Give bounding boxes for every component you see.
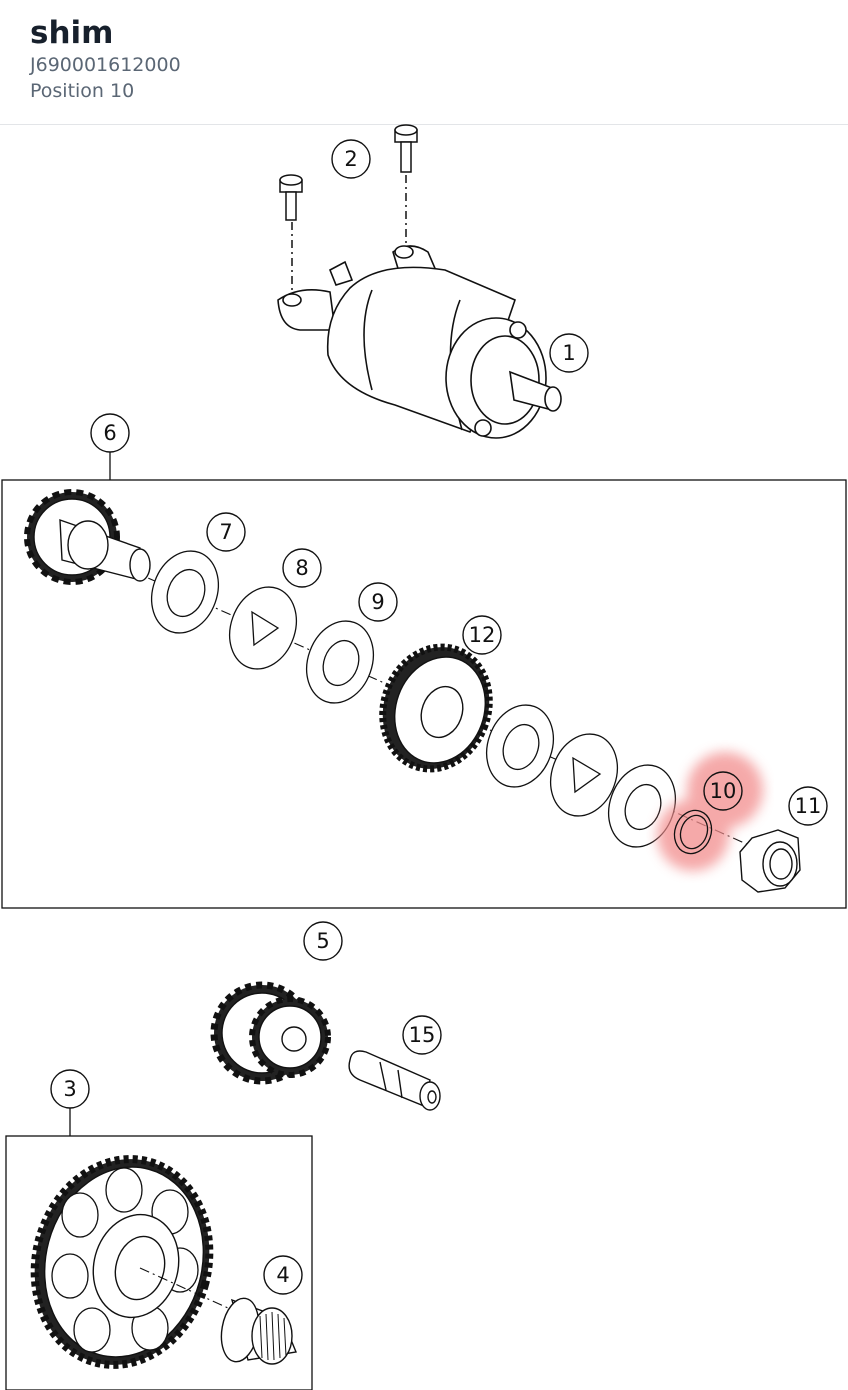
svg-text:9: 9 <box>371 590 384 614</box>
callout-5[interactable]: 5 <box>303 921 343 961</box>
intermediate-gear-drawing <box>24 489 151 585</box>
washer-8-drawing <box>229 586 297 670</box>
callout-4[interactable]: 4 <box>263 1255 303 1295</box>
callout-3[interactable]: 3 <box>50 1069 90 1109</box>
callout-1[interactable]: 1 <box>549 333 589 373</box>
part-position: Position 10 <box>30 80 135 102</box>
svg-text:12: 12 <box>469 623 496 647</box>
callout-12[interactable]: 12 <box>462 615 502 655</box>
starter-bolts-drawing <box>279 124 418 292</box>
shim-10-drawing <box>673 809 713 855</box>
svg-text:15: 15 <box>409 1023 436 1047</box>
callout-6[interactable]: 6 <box>90 413 130 453</box>
svg-text:1: 1 <box>562 341 575 365</box>
svg-text:2: 2 <box>344 147 357 171</box>
starter-motor-drawing <box>277 245 562 439</box>
callout-8[interactable]: 8 <box>282 548 322 588</box>
svg-text:3: 3 <box>63 1077 76 1101</box>
part-title: shim <box>30 15 114 51</box>
washer-9-drawing <box>306 620 374 704</box>
double-gear-5-drawing <box>210 981 331 1085</box>
part-header: shim J690001612000 Position 10 <box>0 0 848 125</box>
nut-11-drawing <box>739 829 801 893</box>
highlight-position-10 <box>657 752 763 871</box>
svg-text:7: 7 <box>219 520 232 544</box>
part-number: J690001612000 <box>30 54 181 76</box>
washer-right-1-drawing <box>486 704 554 788</box>
svg-text:5: 5 <box>316 929 329 953</box>
svg-text:6: 6 <box>103 421 116 445</box>
pin-15-drawing <box>348 1050 441 1111</box>
group-6-frame <box>1 479 847 909</box>
callout-15[interactable]: 15 <box>402 1015 442 1055</box>
callout-2[interactable]: 2 <box>331 139 371 179</box>
callout-11[interactable]: 11 <box>788 786 828 826</box>
callout-10[interactable]: 10 <box>703 771 743 811</box>
svg-text:10: 10 <box>710 779 737 803</box>
group-3-frame <box>5 1135 313 1390</box>
needle-bearing-4-drawing <box>220 1297 297 1365</box>
washer-right-2-drawing <box>550 733 618 817</box>
svg-text:4: 4 <box>276 1263 289 1287</box>
svg-text:11: 11 <box>795 794 822 818</box>
gear-12-drawing <box>379 643 493 773</box>
washer-7-drawing <box>151 550 219 634</box>
svg-text:8: 8 <box>295 556 308 580</box>
callout-7[interactable]: 7 <box>206 512 246 552</box>
starter-gear-3-drawing <box>30 1155 214 1369</box>
callout-9[interactable]: 9 <box>358 582 398 622</box>
